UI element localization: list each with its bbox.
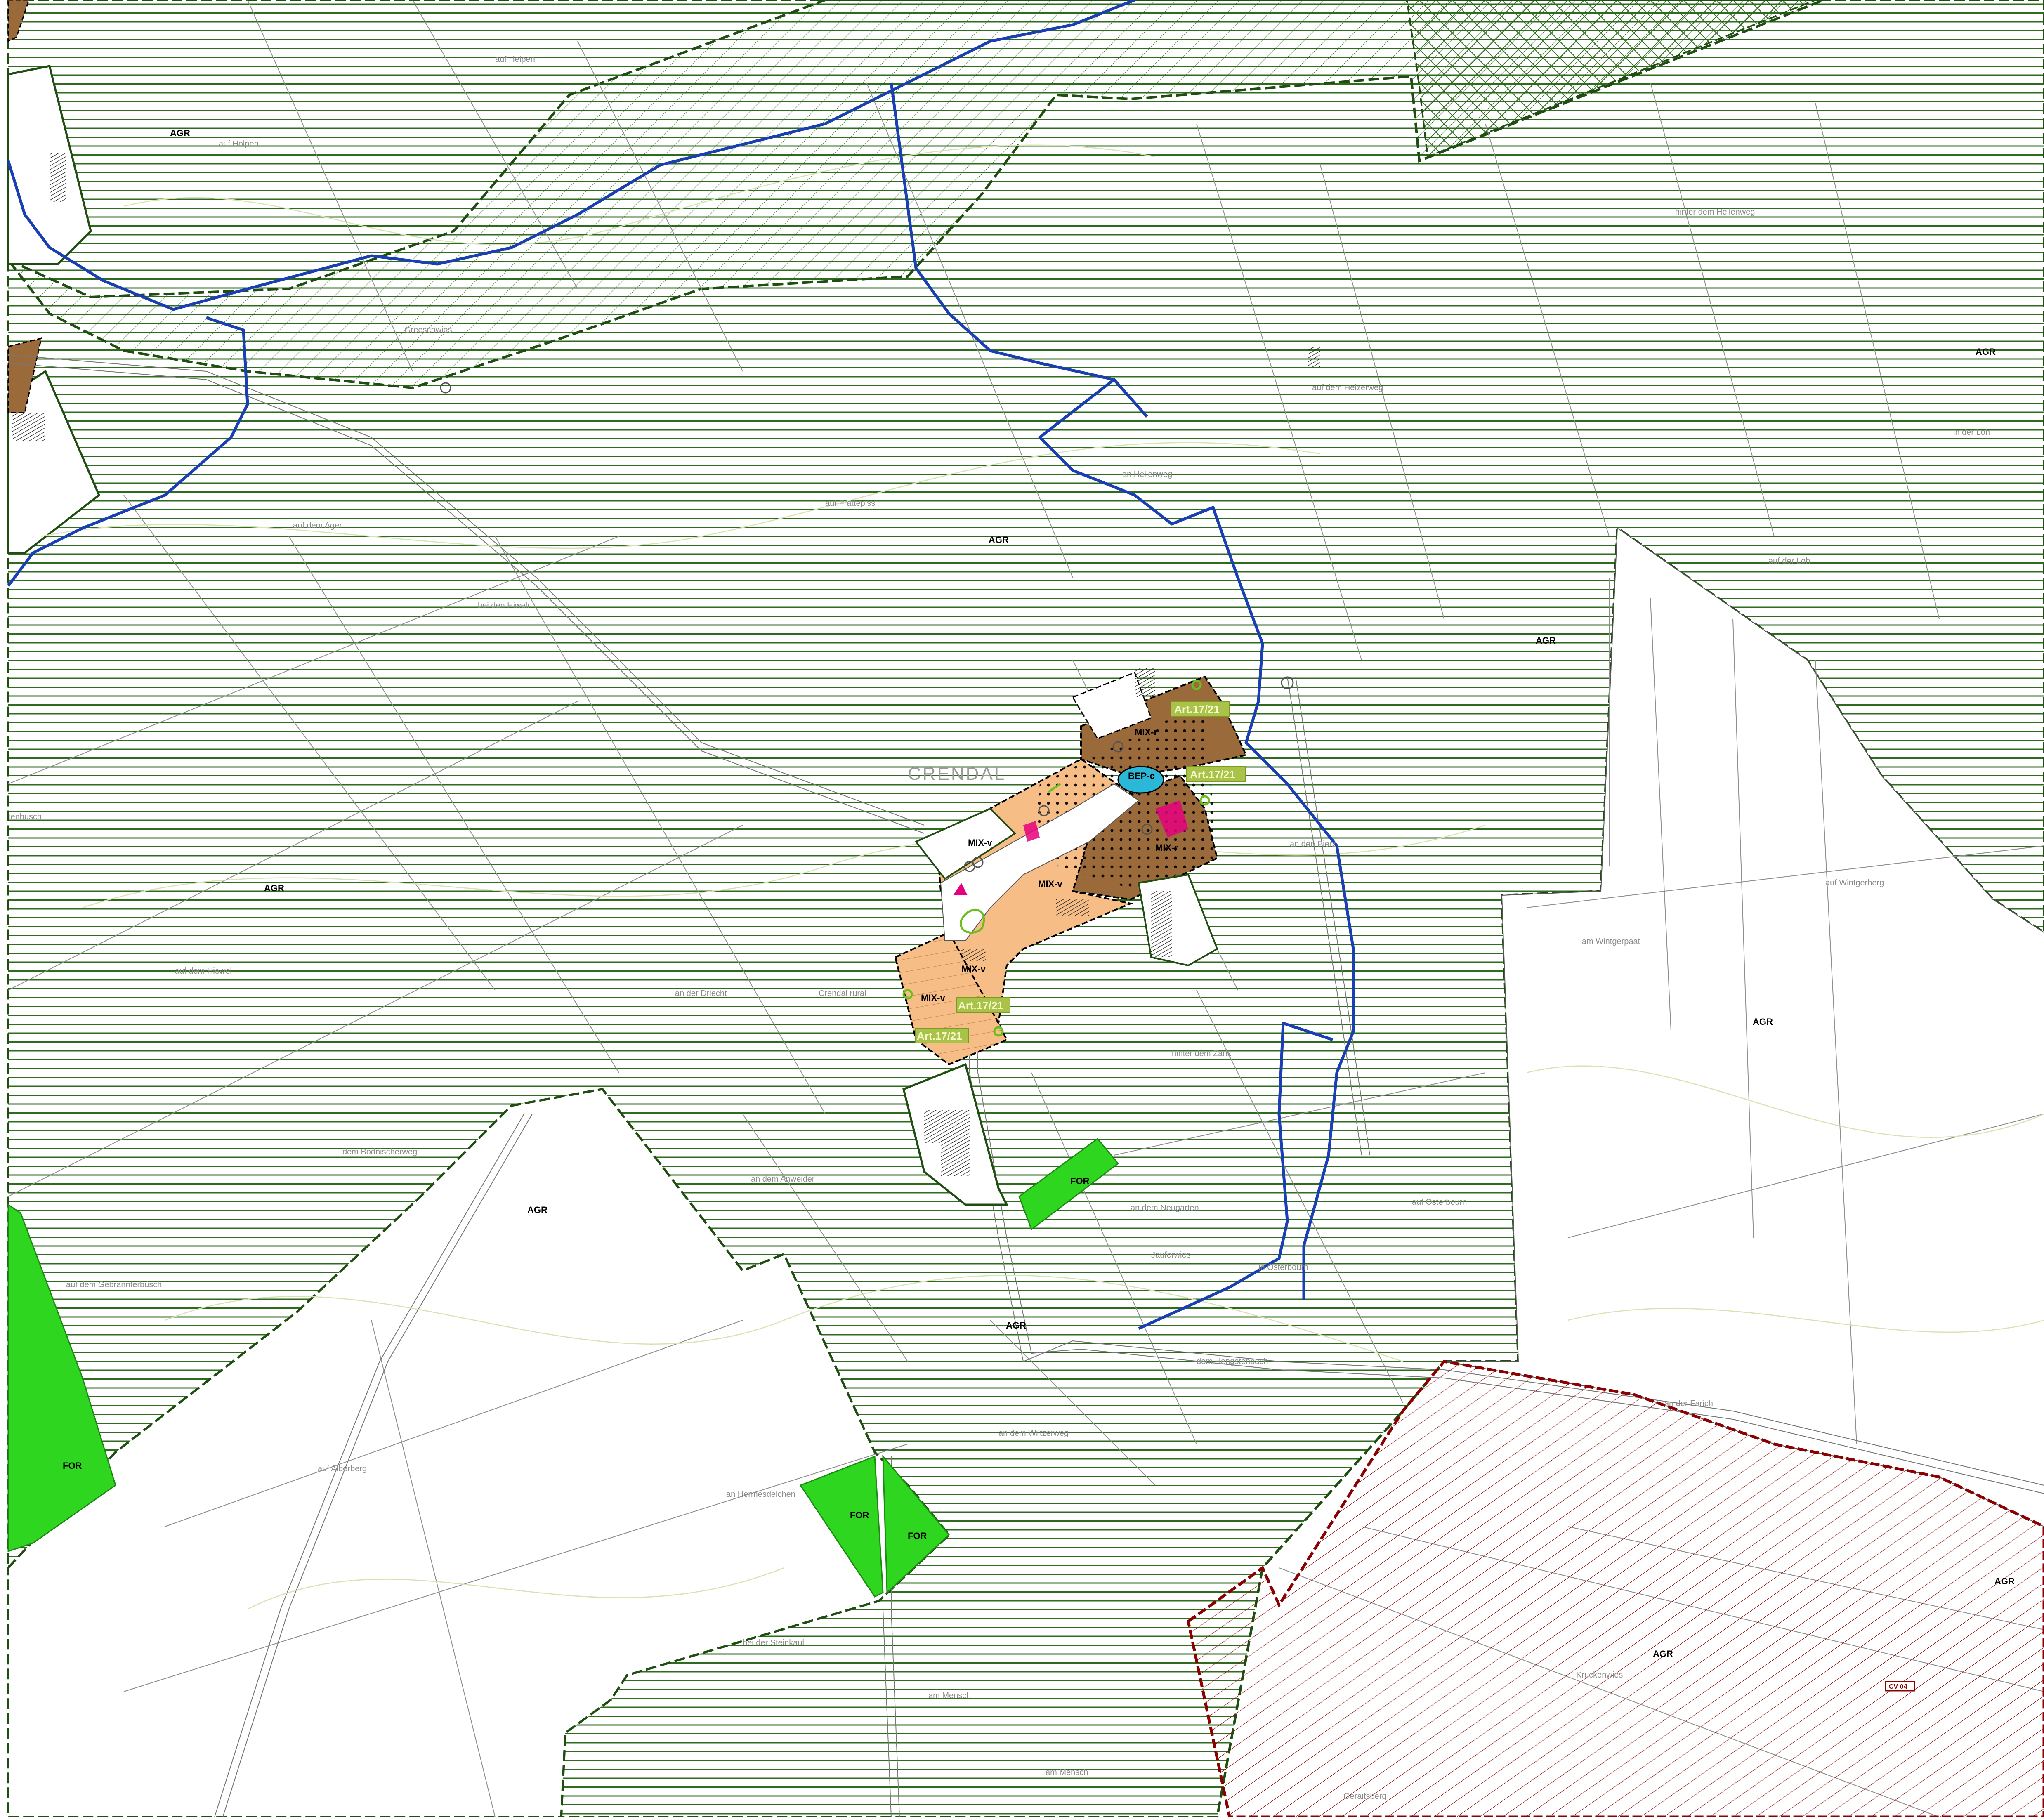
svg-text:AGR: AGR — [989, 535, 1009, 545]
svg-text:tenbusch: tenbusch — [8, 812, 42, 821]
mix-v-label-2: MIX-v — [1038, 879, 1062, 889]
cv-box — [1885, 1681, 1915, 1692]
forest-zone-south-b[interactable] — [882, 1454, 950, 1594]
svg-text:Kruckenwies: Kruckenwies — [1576, 1671, 1623, 1680]
svg-text:an dem Neugarten: an dem Neugarten — [1131, 1203, 1199, 1213]
art-label-2: Art.17/21 — [1190, 768, 1235, 781]
stream-protection-corridor[interactable] — [7, 0, 1824, 389]
cross-hatch-zone[interactable] — [1406, 0, 1816, 158]
green-features — [902, 680, 1210, 1037]
cv-label: CV 04 — [1889, 1683, 1907, 1690]
svg-text:an der Driecht: an der Driecht — [675, 989, 727, 998]
svg-text:auf Frattepiss: auf Frattepiss — [825, 499, 875, 508]
mixed-zone-nw-2 — [7, 0, 30, 42]
art-labels: Art.17/21 Art.17/21 Art.17/21 Art.17/21 — [915, 701, 1246, 1043]
svg-text:FOR: FOR — [1070, 1176, 1090, 1186]
svg-text:AGR: AGR — [1994, 1576, 2015, 1586]
svg-text:hinter dem Zank: hinter dem Zank — [1172, 1049, 1232, 1058]
svg-text:auf Alberberg: auf Alberberg — [318, 1464, 367, 1473]
svg-text:FOR: FOR — [850, 1510, 869, 1520]
protected-red-zone[interactable] — [1187, 1360, 2044, 1817]
water-courses — [7, 0, 1355, 1330]
forest-zone-south-a[interactable] — [799, 1455, 884, 1598]
village-street — [940, 783, 1140, 941]
svg-text:Jauferwies: Jauferwies — [1151, 1251, 1191, 1260]
svg-text:AGR: AGR — [264, 883, 284, 893]
svg-text:bei der Steinkaul: bei der Steinkaul — [743, 1638, 804, 1647]
svg-text:in der Loh: in der Loh — [1953, 428, 1990, 437]
svg-text:bei den Hiweln: bei den Hiweln — [478, 601, 532, 610]
mix-r-label-2: MIX-r — [1155, 842, 1178, 853]
place-names: auf Heipen auf Holpen hinter dem Hellenw… — [8, 55, 1990, 1801]
svg-text:AGR: AGR — [527, 1205, 548, 1215]
svg-text:auf dem Helzerweg: auf dem Helzerweg — [1312, 383, 1383, 392]
svg-text:FOR: FOR — [908, 1531, 927, 1541]
svg-text:AGR: AGR — [1536, 635, 1556, 646]
pink-overlay — [1023, 821, 1040, 842]
forest-zone-west[interactable] — [7, 1203, 116, 1553]
art-label-1: Art.17/21 — [1174, 703, 1220, 715]
building — [12, 413, 45, 441]
svg-text:AGR: AGR — [1976, 347, 1996, 357]
svg-text:an Hermesdelchen: an Hermesdelchen — [726, 1490, 795, 1499]
svg-text:dem Bodnischerweg: dem Bodnischerweg — [342, 1147, 417, 1156]
svg-text:am Mensch: am Mensch — [928, 1691, 971, 1700]
svg-text:auf dem Gebrannterbüsch: auf dem Gebrannterbüsch — [66, 1280, 162, 1289]
village-name: CRENDAL — [908, 764, 1006, 784]
svg-text:auf dem Ager: auf dem Ager — [293, 521, 342, 530]
svg-text:an der Farich: an der Farich — [1664, 1399, 1713, 1408]
art-label-3: Art.17/21 — [958, 999, 1003, 1012]
svg-text:Greeschwies: Greeschwies — [404, 326, 452, 335]
svg-text:an den Pierz: an den Pierz — [1290, 840, 1336, 849]
village-parcel-white-d — [914, 807, 1017, 880]
svg-text:auf Osterbourn: auf Osterbourn — [1412, 1198, 1467, 1207]
svg-text:Geraitsberg: Geraitsberg — [1343, 1792, 1387, 1801]
mix-v-label-3: MIX-v — [961, 964, 986, 974]
svg-text:AGR: AGR — [1653, 1649, 1673, 1659]
village-buildings — [924, 347, 1320, 1176]
svg-text:dem Hengstenbach: dem Hengstenbach — [1197, 1357, 1268, 1366]
svg-text:auf Wintgerberg: auf Wintgerberg — [1825, 878, 1884, 887]
contour-lines — [41, 144, 2044, 1610]
building — [50, 153, 66, 202]
svg-text:am Mensch: am Mensch — [1046, 1768, 1088, 1777]
mix-r-label-1: MIX-r — [1135, 727, 1157, 737]
warning-triangle-icon — [953, 883, 968, 895]
svg-text:in Osterbourn: in Osterbourn — [1258, 1263, 1308, 1272]
svg-text:Crendal rural: Crendal rural — [819, 989, 866, 998]
forest-zone-center[interactable] — [1018, 1137, 1119, 1231]
svg-text:AGR: AGR — [170, 128, 190, 138]
mix-v-label-1: MIX-v — [968, 838, 992, 848]
bep-zone[interactable] — [1117, 766, 1164, 794]
for-labels: FOR FOR FOR FOR — [63, 1176, 1090, 1541]
svg-text:an dem Wiltzerweg: an dem Wiltzerweg — [998, 1429, 1069, 1438]
pink-overlay — [1155, 800, 1188, 838]
svg-text:auf dem Hiewel: auf dem Hiewel — [175, 967, 232, 976]
white-zone-southwest — [7, 1088, 951, 1817]
svg-text:auf der Loh: auf der Loh — [1768, 557, 1810, 566]
svg-text:AGR: AGR — [1753, 1017, 1773, 1027]
village-parcel-white-a — [1072, 672, 1152, 739]
svg-text:auf Holpen: auf Holpen — [219, 139, 259, 149]
art-label-4: Art.17/21 — [917, 1030, 962, 1042]
bep-label: BEP-c — [1128, 771, 1155, 781]
svg-text:hinter dem Hellenweg: hinter dem Hellenweg — [1675, 208, 1755, 217]
svg-text:AGR: AGR — [1006, 1320, 1026, 1331]
monument-icons — [440, 382, 1294, 872]
agr-labels: AGR AGR AGR AGR AGR AGR AGR AGR AGR AGR — [170, 128, 2015, 1659]
svg-text:am Wintgerpaat: am Wintgerpaat — [1582, 937, 1640, 946]
svg-text:an Hellenweg: an Hellenweg — [1122, 470, 1172, 479]
mix-v-label-4: MIX-v — [921, 993, 945, 1003]
svg-text:an dem Anweider: an dem Anweider — [751, 1175, 815, 1184]
svg-text:auf Heipen: auf Heipen — [495, 55, 535, 64]
svg-text:FOR: FOR — [63, 1461, 82, 1471]
